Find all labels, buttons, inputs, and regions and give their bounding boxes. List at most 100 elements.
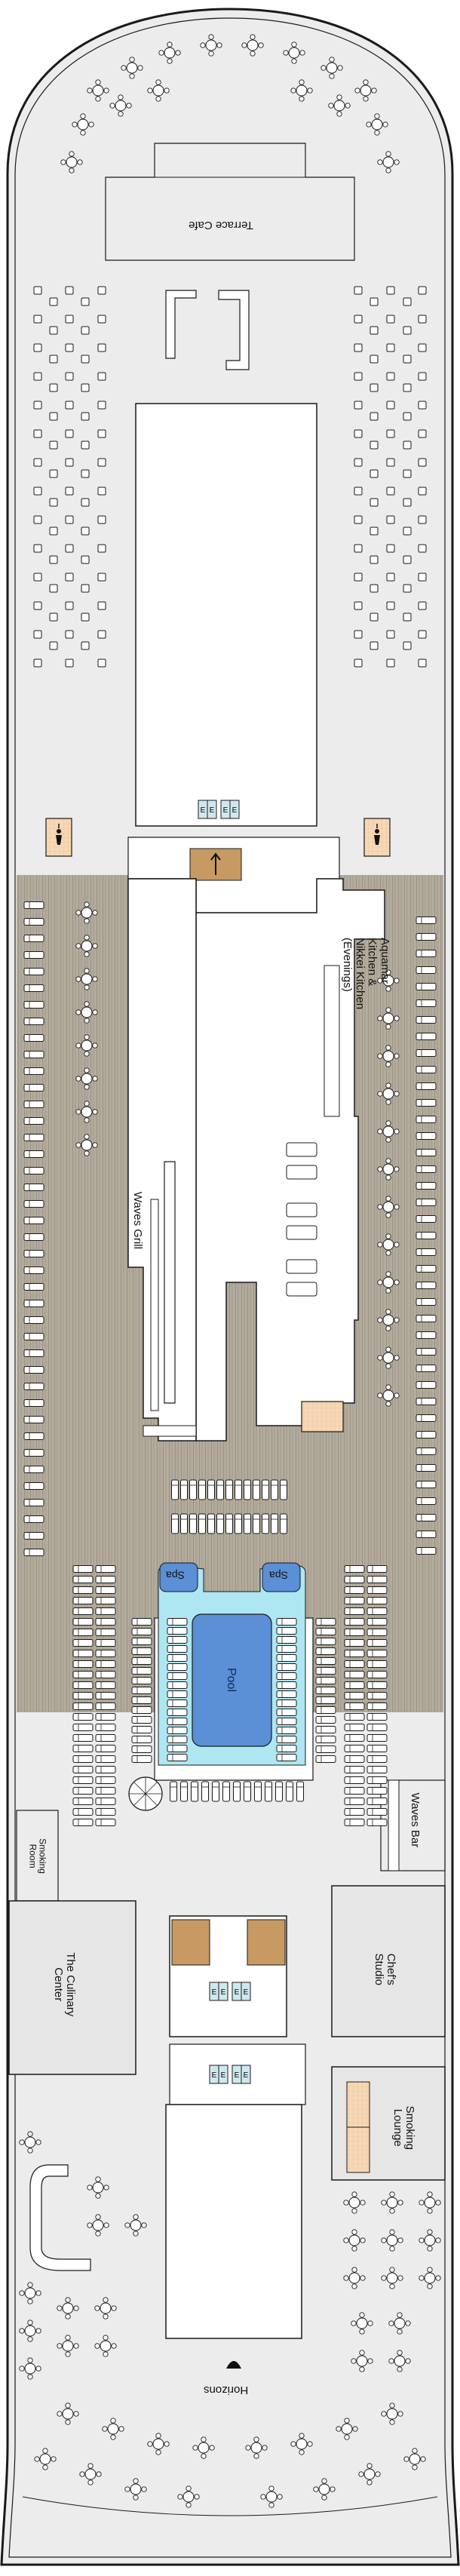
sun-lounger-icon [416,1016,437,1024]
sun-lounger-icon [23,1499,44,1506]
chair-icon [418,372,427,381]
sun-lounger-icon [131,1716,152,1724]
sun-lounger-icon [23,1399,44,1407]
horizons-stair-icon [226,2361,241,2369]
smoking-room-line2: Room [28,1844,38,1868]
chair-icon [370,498,379,507]
sun-lounger-icon [344,1724,365,1731]
smoking-lounge-line2: Lounge [391,2108,404,2147]
sun-lounger-icon [72,1713,94,1721]
chair-icon [418,544,427,553]
sun-lounger-icon [416,1066,437,1073]
sun-lounger-icon [344,1692,365,1699]
chair-icon [33,573,42,582]
chair-icon [418,487,427,496]
chair-icon [65,401,74,410]
sun-lounger-icon [233,1781,241,1802]
sun-lounger-icon [276,1627,297,1635]
stairs-arrow [210,852,221,875]
sun-lounger-icon [280,1479,287,1500]
sun-lounger-icon [72,1692,94,1699]
sun-lounger-icon [276,1718,297,1725]
sun-lounger-icon [167,1754,188,1761]
aquamar-dining-tables [286,965,340,1297]
chair-icon [97,286,106,295]
buffet-counter-right [218,290,250,370]
sun-lounger-icon [167,1654,188,1662]
chair-icon [403,297,412,306]
sun-lounger-icon [416,1149,437,1156]
sun-lounger-icon [315,1726,336,1733]
sun-lounger-icon [23,1333,44,1340]
aquamar-label-line1: Aquamar [379,938,391,984]
atrium-void-forward [135,403,317,827]
chair-icon [354,573,363,582]
sun-lounger-icon [416,1199,437,1206]
spiral-stair-steps [129,1777,162,1810]
sun-lounger-icon [23,1383,44,1390]
sun-lounger-icon [95,1618,116,1626]
sun-lounger-icon [416,1049,437,1057]
chair-icon [97,315,106,324]
sun-lounger-icon [315,1755,336,1763]
sun-lounger-icon [167,1718,188,1725]
sun-lounger-icon [416,1431,437,1438]
sun-lounger-icon [416,1464,437,1472]
sun-lounger-icon [276,1654,297,1662]
smoking-room-label: Smoking Room [28,1832,48,1881]
sun-lounger-icon [23,1084,44,1091]
chefs-line2: Studio [373,1953,385,1986]
chair-icon [65,601,74,610]
chair-icon [97,429,106,438]
sun-lounger-icon [23,1250,44,1257]
restroom-icon [346,2081,370,2128]
elevator-icon [209,1982,228,2001]
sun-lounger-icon [23,1134,44,1141]
chair-icon [386,372,395,381]
chair-icon [49,383,58,392]
chair-icon [403,326,412,335]
sun-lounger-icon [276,1636,297,1644]
chair-icon [49,326,58,335]
chair-icon [386,515,395,524]
chair-icon [81,641,90,650]
chair-icon [418,286,427,295]
sun-lounger-icon [167,1636,188,1644]
sun-lounger-icon [72,1819,94,1826]
aquamar-kitchen-block [128,878,385,1442]
sun-lounger-icon [276,1736,297,1743]
chair-icon [386,343,395,352]
culinary-center-label: The Culinary Center [52,1936,77,2034]
sun-lounger-icon [167,1645,188,1653]
sun-lounger-icon [212,1781,219,1802]
chair-icon [370,613,379,622]
sun-lounger-icon [23,1117,44,1125]
sun-lounger-icon [23,1167,44,1174]
spa-right-label: Spa [269,1569,288,1582]
sun-lounger-icon [23,918,44,926]
chair-icon [81,527,90,536]
chair-icon [97,372,106,381]
sun-lounger-icon [366,1618,388,1626]
sun-lounger-icon [207,1513,215,1534]
sun-lounger-icon [72,1565,94,1573]
chair-icon [65,429,74,438]
sun-lounger-icon [235,1513,242,1534]
chair-icon [97,601,106,610]
sun-lounger-icon [366,1819,388,1826]
sun-lounger-icon [23,1067,44,1075]
chair-icon [370,641,379,650]
sun-lounger-icon [95,1576,116,1583]
sun-lounger-icon [167,1663,188,1671]
sun-lounger-icon [23,1184,44,1191]
chair-icon [33,458,42,467]
sun-lounger-icon [225,1479,233,1500]
chair-icon [97,343,106,352]
sun-lounger-icon [276,1681,297,1689]
sun-lounger-icon [72,1724,94,1731]
sun-lounger-icon [244,1513,251,1534]
sun-lounger-icon [276,1699,297,1707]
sun-lounger-icon [131,1667,152,1675]
sun-lounger-icon [416,1215,437,1223]
chair-icon [403,584,412,593]
